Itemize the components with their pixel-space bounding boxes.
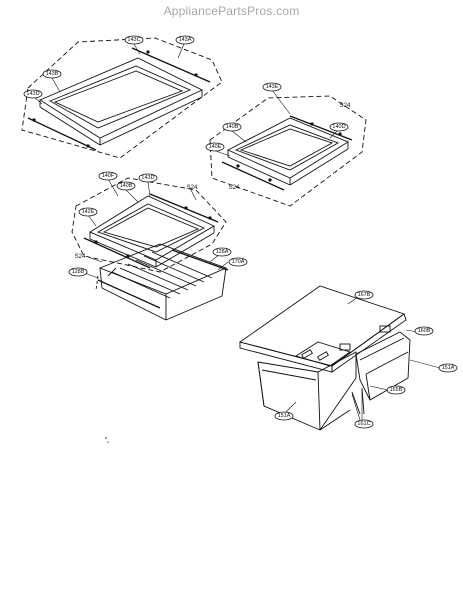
callout-165b-text: 165B bbox=[390, 387, 403, 393]
callout-167b: 167B bbox=[354, 290, 374, 300]
callout-140d: 140D bbox=[329, 122, 349, 132]
callout-151a-right: 151A bbox=[438, 363, 458, 373]
callout-143b: 143B bbox=[42, 69, 62, 79]
callout-143c-text: 143C bbox=[127, 37, 140, 43]
callout-140f-text: 140F bbox=[102, 173, 115, 179]
callout-161c-text: 161C bbox=[357, 421, 370, 427]
callout-128b-text: 128B bbox=[72, 269, 85, 275]
callout-143a: 143A bbox=[175, 35, 195, 45]
callout-167b-text: 167B bbox=[358, 292, 371, 298]
callout-140e: 140E bbox=[205, 142, 225, 152]
s24-label-right-top: S24 bbox=[340, 103, 351, 109]
callout-143e-text: 143E bbox=[266, 84, 279, 90]
callout-143b-text: 143B bbox=[46, 71, 59, 77]
callout-160b: 160B bbox=[414, 326, 434, 336]
callout-151a-left: 151A bbox=[274, 411, 294, 421]
callout-143d-mid-text: 143D bbox=[141, 175, 154, 181]
stray-marks bbox=[105, 437, 109, 443]
s24-label-mid: S24 bbox=[187, 185, 198, 191]
callout-165b: 165B bbox=[386, 385, 406, 395]
leader-lines bbox=[33, 43, 441, 421]
callout-143e: 143E bbox=[262, 82, 282, 92]
callout-151a-right-text: 151A bbox=[442, 365, 455, 371]
callout-160b-text: 160B bbox=[418, 328, 431, 334]
shelf-assembly-right bbox=[209, 95, 367, 207]
s24-label-left: S24 bbox=[75, 254, 86, 260]
callout-140d-text: 140D bbox=[332, 124, 345, 130]
watermark-text: AppliancePartsPros.com bbox=[163, 4, 300, 18]
callout-142e-text: 142E bbox=[82, 209, 95, 215]
callout-140b-right: 140B bbox=[222, 122, 242, 132]
callout-140e-text: 140E bbox=[209, 144, 222, 150]
callout-128a-text: 128A bbox=[216, 249, 229, 255]
callout-143c: 143C bbox=[124, 35, 144, 45]
callout-143d-mid: 143D bbox=[138, 173, 158, 183]
callout-142e: 142E bbox=[78, 207, 98, 217]
screw-labels: S24 S24 S24 S24 bbox=[75, 103, 351, 260]
callout-labels: 143C 143A 143B 143D 143E 140B 140D 140E … bbox=[23, 35, 458, 429]
callout-140b-mid-text: 140B bbox=[120, 183, 133, 189]
callout-140b-mid: 140B bbox=[116, 181, 136, 191]
s24-label-right-low: S24 bbox=[229, 185, 240, 191]
callout-170a: 170A bbox=[228, 257, 248, 267]
callout-151a-left-text: 151A bbox=[278, 413, 291, 419]
callout-128b: 128B bbox=[68, 267, 88, 277]
bin-cover-assembly-bottom-right bbox=[238, 285, 411, 431]
callout-143a-text: 143A bbox=[179, 37, 192, 43]
shelf-assembly-top-left bbox=[21, 37, 223, 159]
callout-140b-right-text: 140B bbox=[226, 124, 239, 130]
shelf-crisper-assembly-middle bbox=[71, 177, 229, 321]
callout-143d: 143D bbox=[23, 89, 43, 99]
callout-161c: 161C bbox=[354, 419, 374, 429]
callout-170a-text: 170A bbox=[232, 259, 245, 265]
callout-128a: 128A bbox=[212, 247, 232, 257]
callout-143d-text: 143D bbox=[26, 91, 39, 97]
callout-140f: 140F bbox=[98, 171, 118, 181]
